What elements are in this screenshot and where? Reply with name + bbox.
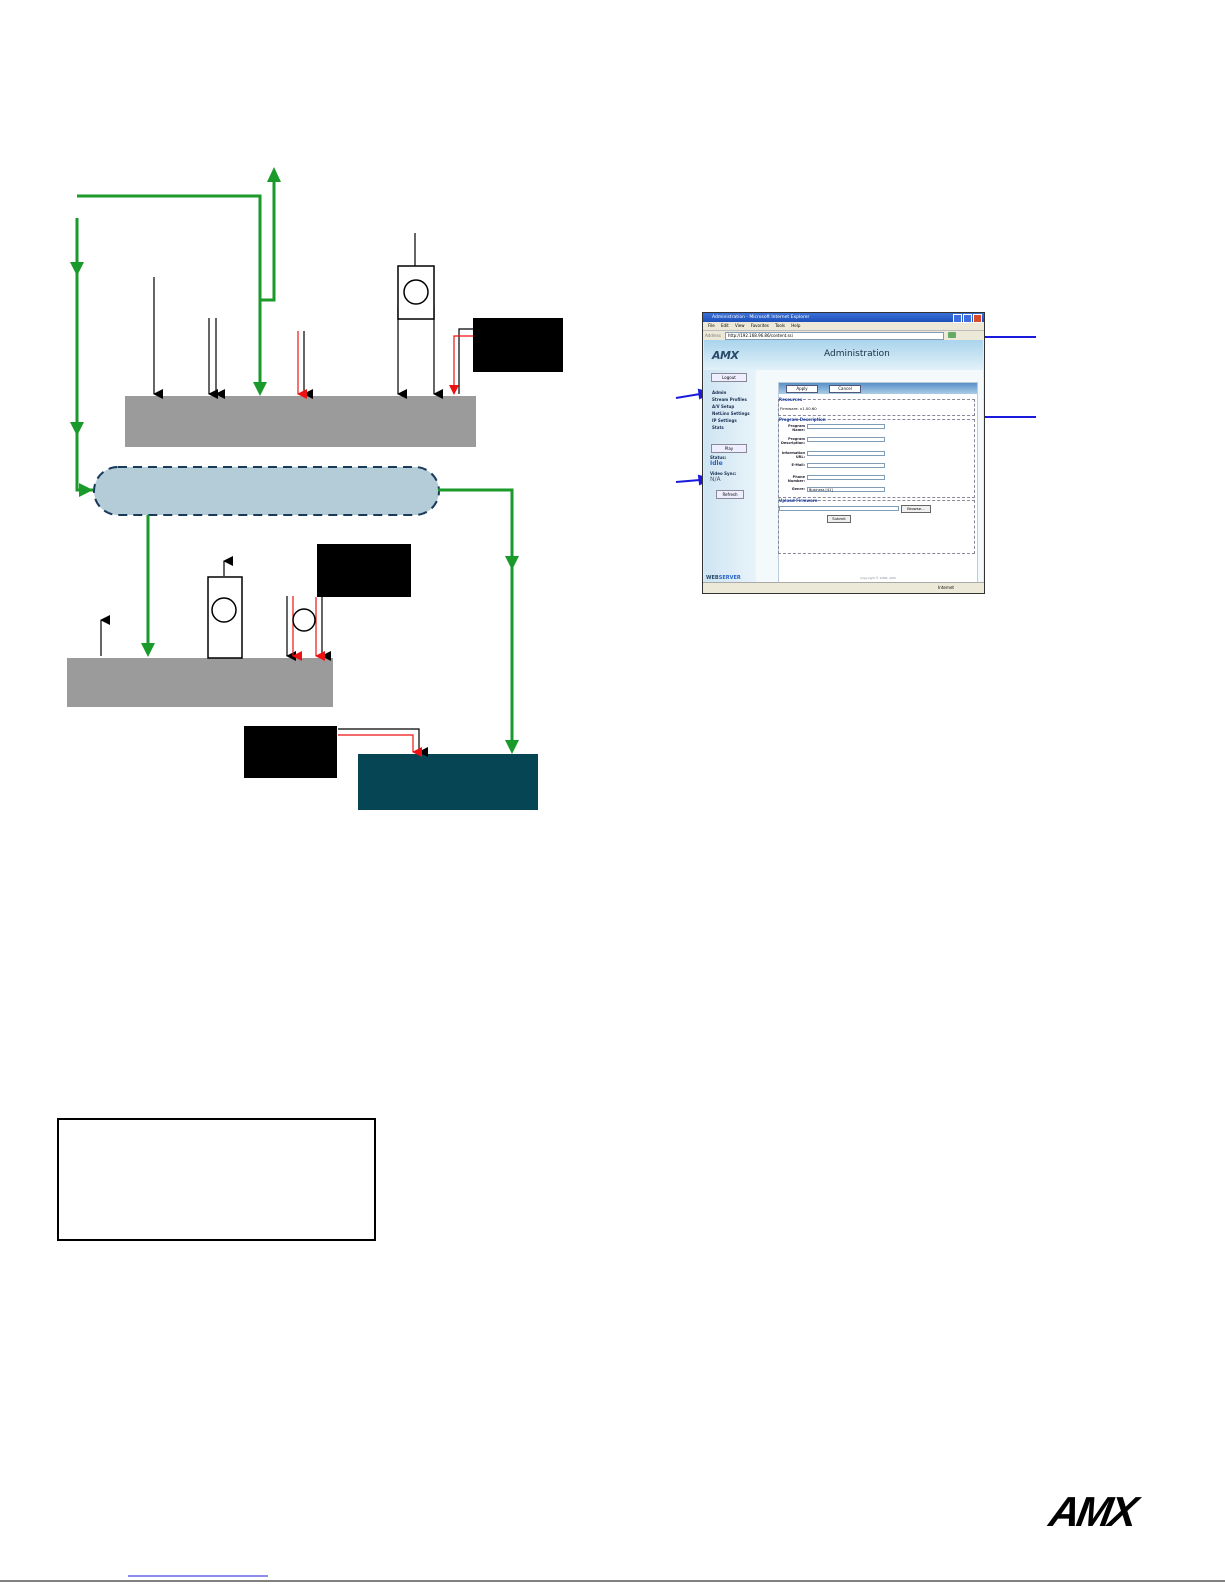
network-bus [93,466,440,516]
content-toolbar: Apply Cancel [779,383,977,394]
browser-screenshot: Administration - Microsoft Internet Expl… [702,312,985,594]
firmware-label: Firmware: [780,406,799,411]
address-input[interactable]: http://192.168.96.86/content.ssi [725,332,944,340]
webserver-logo-post: SERVER [718,575,741,581]
top-box-input-lines [153,233,473,399]
top-device-box [125,396,476,447]
resources-section: Resources Firmware: v1.00.60 [778,397,975,416]
copyright-text: Copyright © 2006, AMX [860,576,896,580]
webserver-logo: WEBSERVER [706,575,741,581]
program-name-label: Program Name: [788,424,805,432]
program-description-section: Program Description Program Name: Progra… [778,417,975,498]
lower-black-box [244,726,337,778]
email-label: E-Mail: [791,463,806,467]
genre-label: Genre: [791,487,805,491]
cancel-button[interactable]: Cancel [829,385,861,393]
window-controls [953,314,982,323]
page-title: Administration [824,349,890,359]
admin-content: Apply Cancel Resources Firmware: v1.00.6… [778,382,978,583]
information-url-input[interactable] [807,451,885,456]
amx-logo: AMX [712,349,739,362]
admin-banner: AMX Administration [704,340,983,370]
browser-status-bar: Internet [703,582,984,593]
note-box [57,1118,376,1241]
program-description-input[interactable] [807,437,885,442]
address-label: Address [705,333,721,338]
sidebar-item-admin[interactable]: Admin [712,390,727,395]
phone-number-input[interactable] [807,475,885,480]
email-input[interactable] [807,463,885,468]
sidebar-item-netlinx-settings[interactable]: NetLinx Settings [712,411,750,416]
submit-button[interactable]: Submit [827,515,851,523]
menu-help[interactable]: Help [791,323,801,328]
video-sync-value: N/A [710,476,721,483]
maximize-icon[interactable] [963,314,972,323]
sidebar-item-stream-profiles[interactable]: Stream Profiles [712,397,747,402]
firmware-file-input[interactable] [779,506,899,511]
resources-title: Resources [779,397,803,402]
go-icon[interactable] [948,332,956,338]
sidebar-item-av-setup[interactable]: A/V Setup [712,404,735,409]
admin-page: AMX Administration Logout Admin Stream P… [704,340,983,583]
top-right-black-box [473,318,563,372]
menu-file[interactable]: File [708,323,715,328]
firmware-value: v1.00.60 [799,406,817,411]
webserver-logo-pre: WEB [706,575,719,581]
internet-zone: Internet [938,585,954,590]
bottom-device-box [67,658,333,707]
bottom-small-lens [292,608,316,632]
middle-black-box [317,544,411,597]
status-label: Status: [710,455,727,460]
bottom-camera-lens [211,597,237,623]
bottom-box-red-lines [292,596,325,661]
logout-button[interactable]: Logout [711,373,747,382]
menu-edit[interactable]: Edit [720,323,729,328]
program-description-label: Program Description: [780,437,805,445]
browser-titlebar: Administration - Microsoft Internet Expl… [703,313,984,323]
browse-button[interactable]: Browse... [901,505,931,513]
display-input-lines [338,728,428,757]
program-name-input[interactable] [807,424,885,429]
top-box-red-lines [297,331,473,399]
sidebar-item-ip-settings[interactable]: IP Settings [712,418,737,423]
video-sync-label: Video Sync: [710,471,737,476]
menu-tools[interactable]: Tools [775,323,786,328]
status-value: Idle [710,460,723,467]
amx-footer-logo: AMX [1045,1488,1139,1535]
window-title: Administration - Microsoft Internet Expl… [712,315,810,320]
information-url-label: Information URL: [781,451,805,459]
phone-number-label: Phone Number: [787,475,805,483]
genre-select[interactable]: Business [41] [807,487,885,492]
green-arrowheads [70,167,519,754]
upload-firmware-section: Upload Firmware Browse... Submit [778,498,975,554]
close-icon[interactable] [973,314,982,323]
apply-button[interactable]: Apply [786,385,818,393]
menu-view[interactable]: View [735,323,745,328]
upload-firmware-title: Upload Firmware [779,498,818,503]
bottom-box-lines [100,556,331,661]
address-bar: Address http://192.168.96.86/content.ssi [703,330,984,340]
program-description-title: Program Description [779,417,826,422]
play-button[interactable]: Play [711,444,747,453]
refresh-button[interactable]: Refresh [716,490,744,499]
minimize-icon[interactable] [953,314,962,323]
firmware-row: Firmware: v1.00.60 [780,406,817,411]
display-box [358,754,538,810]
sidebar-item-stats[interactable]: Stats [712,425,724,430]
red-arrowhead-top [449,385,459,395]
menu-bar: File Edit View Favorites Tools Help [703,322,984,330]
top-camera-lens [403,279,429,305]
menu-favorites[interactable]: Favorites [750,323,769,328]
